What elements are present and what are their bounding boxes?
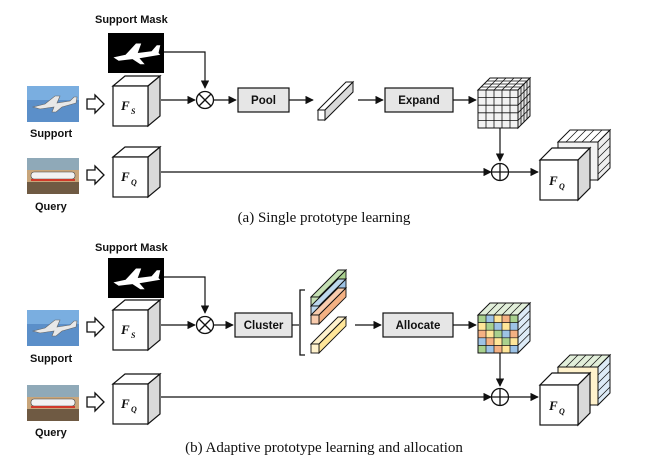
support-image: [27, 310, 79, 346]
output-feature-sub: Q: [559, 182, 565, 191]
mask-connector: [164, 51, 210, 89]
feature-query-sub: Q: [131, 405, 137, 414]
prototype-yellow: [309, 315, 348, 355]
panel-a: Support Mask Support Query F: [27, 14, 612, 226]
multiply-operator: [195, 90, 215, 110]
concat-operator: [490, 387, 510, 407]
feature-support-main: F: [120, 322, 130, 337]
feature-support-sub: S: [131, 331, 136, 340]
cluster-label: Cluster: [244, 320, 284, 332]
support-image: [27, 86, 79, 122]
allocated-prototype-grid: [476, 301, 532, 355]
query-image: [27, 158, 79, 194]
feature-query-main: F: [120, 169, 130, 184]
feature-query-sub: Q: [131, 178, 137, 187]
query-label: Query: [35, 201, 68, 213]
feature-query-main: F: [120, 396, 130, 411]
support-label: Support: [30, 128, 72, 140]
support-mask-image: [108, 258, 164, 298]
feature-cube-support: [111, 298, 162, 352]
expanded-prototype-grid: [476, 76, 532, 130]
allocate-label: Allocate: [396, 320, 441, 332]
output-feature-main: F: [548, 398, 558, 413]
mask-connector: [164, 276, 210, 314]
feature-support-main: F: [120, 98, 130, 113]
support-mask-image: [108, 33, 164, 73]
query-label: Query: [35, 427, 68, 439]
output-feature-stack: [538, 128, 612, 202]
feature-cube-query: [111, 145, 162, 199]
panel-b: Support Mask Support Query F S: [27, 242, 612, 456]
output-feature-main: F: [548, 173, 558, 188]
concat-operator: [490, 162, 510, 182]
feature-cube-query: [111, 372, 162, 426]
input-arrow-query: [86, 164, 105, 186]
query-image: [27, 385, 79, 421]
feature-support-sub: S: [131, 107, 136, 116]
multi-prototype-stack: ⋮: [309, 268, 348, 355]
support-mask-label: Support Mask: [95, 242, 169, 254]
support-label: Support: [30, 353, 72, 365]
output-feature-stack: [538, 353, 612, 427]
caption-b: (b) Adaptive prototype learning and allo…: [185, 440, 463, 456]
output-feature-sub: Q: [559, 407, 565, 416]
pool-box: [237, 87, 290, 113]
feature-cube-support: [111, 74, 162, 128]
prototype-orange: [309, 286, 348, 326]
caption-a: (a) Single prototype learning: [238, 210, 411, 226]
support-mask-label: Support Mask: [95, 14, 169, 26]
multiply-operator: [195, 315, 215, 335]
prototype-bracket-left: [299, 289, 305, 356]
input-arrow-support: [86, 93, 105, 115]
input-arrow-query: [86, 391, 105, 413]
pool-label: Pool: [251, 95, 276, 107]
input-arrow-support: [86, 316, 105, 338]
single-prototype-vector: [316, 80, 355, 122]
expand-label: Expand: [398, 95, 440, 107]
